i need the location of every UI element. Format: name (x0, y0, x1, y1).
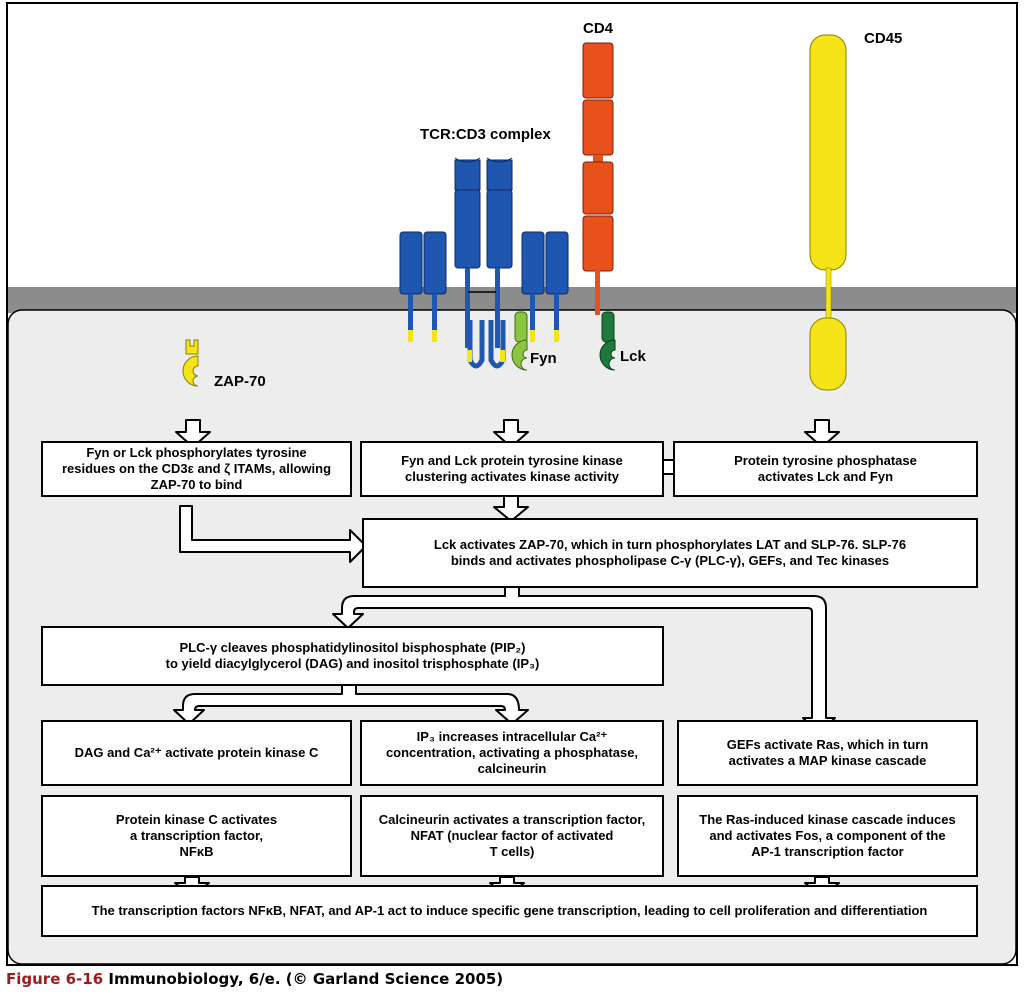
box-ip3-calcium: IP₃ increases intracellular Ca²⁺concentr… (360, 720, 664, 786)
arrow-plc-split (173, 683, 529, 725)
box-transcription-factors: The transcription factors NFκB, NFAT, an… (41, 885, 978, 937)
box-lck-activates-zap70: Lck activates ZAP-70, which in turn phos… (362, 518, 978, 588)
lck-label: Lck (620, 348, 646, 365)
arrow-clustering-down (493, 495, 529, 522)
box-calcineurin-nfat: Calcineurin activates a transcription fa… (360, 795, 664, 877)
arrow-lck-split (332, 585, 836, 734)
arrow-itam-to-lck (179, 505, 367, 563)
cd4-coreceptor (582, 42, 614, 315)
tcr-label: TCR:CD3 complex (420, 126, 551, 143)
tcr-cd3-complex (399, 157, 569, 369)
arrow-tcr-down (493, 419, 529, 448)
fyn-kinase (511, 311, 528, 371)
zap70-kinase (182, 339, 199, 387)
cd45-label: CD45 (864, 30, 903, 47)
arrow-cd45-down (804, 419, 840, 448)
caption-text: Immunobiology, 6/e. (© Garland Science 2… (103, 970, 504, 988)
cd4-label: CD4 (583, 20, 614, 37)
box-dag-pkc: DAG and Ca²⁺ activate protein kinase C (41, 720, 352, 786)
box-plc-gamma: PLC-γ cleaves phosphatidylinositol bisph… (41, 626, 664, 686)
cd45-phosphatase (809, 34, 847, 391)
figure-caption: Figure 6-16 Immunobiology, 6/e. (© Garla… (6, 970, 503, 988)
zap70-label: ZAP-70 (214, 373, 266, 390)
lck-kinase (599, 311, 616, 371)
fyn-label: Fyn (530, 350, 557, 367)
arrow-zap70-down (175, 419, 211, 448)
cell-membrane (8, 287, 1016, 313)
figure-number: Figure 6-16 (6, 970, 104, 988)
